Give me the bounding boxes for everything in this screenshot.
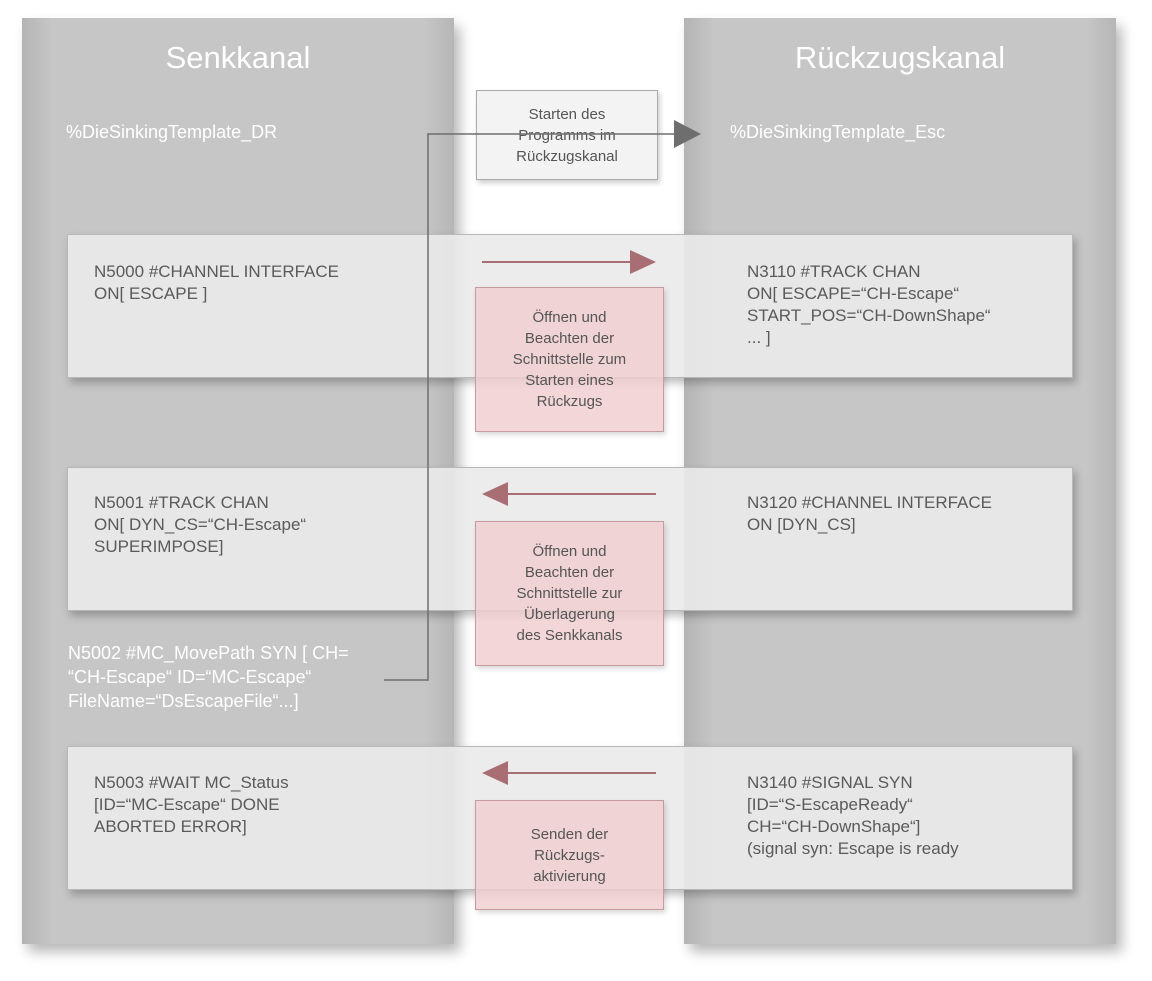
lane-title-right: Rückzugskanal bbox=[794, 40, 1006, 75]
row-1-right-code: N3110 #TRACK CHAN ON[ ESCAPE=“CH-Escape“… bbox=[747, 262, 991, 347]
row-1-note: Öffnen und Beachten der Schnittstelle zu… bbox=[475, 287, 664, 432]
program-name-right: %DieSinkingTemplate_Esc bbox=[730, 122, 946, 142]
start-connector-arrowhead bbox=[674, 120, 701, 148]
row-1-arrowhead bbox=[630, 250, 656, 274]
lane-title-left: Senkkanal bbox=[165, 40, 311, 75]
row-2-note: Öffnen und Beachten der Schnittstelle zu… bbox=[475, 521, 664, 666]
row-2-right-code: N3120 #CHANNEL INTERFACE ON [DYN_CS] bbox=[747, 493, 993, 534]
row-3-arrowhead bbox=[482, 761, 508, 785]
row-3-right-code: N3140 #SIGNAL SYN [ID=“S-EscapeReady“ CH… bbox=[747, 773, 959, 858]
start-connector-line bbox=[384, 133, 674, 681]
row-3-note: Senden der Rückzugs- aktivierung bbox=[475, 800, 664, 910]
program-name-left: %DieSinkingTemplate_DR bbox=[66, 122, 278, 142]
row-2-left-code: N5001 #TRACK CHAN ON[ DYN_CS=“CH-Escape“… bbox=[94, 493, 307, 556]
start-program-box: Starten des Programms im Rückzugskanal bbox=[476, 90, 658, 180]
row-2-arrowhead bbox=[482, 482, 508, 506]
row-1-left-code: N5000 #CHANNEL INTERFACE ON[ ESCAPE ] bbox=[94, 262, 340, 303]
movepath-command: N5002 #MC_MovePath SYN [ CH= “CH-Escape“… bbox=[68, 643, 349, 711]
row-3-left-code: N5003 #WAIT MC_Status [ID=“MC-Escape“ DO… bbox=[94, 773, 289, 836]
